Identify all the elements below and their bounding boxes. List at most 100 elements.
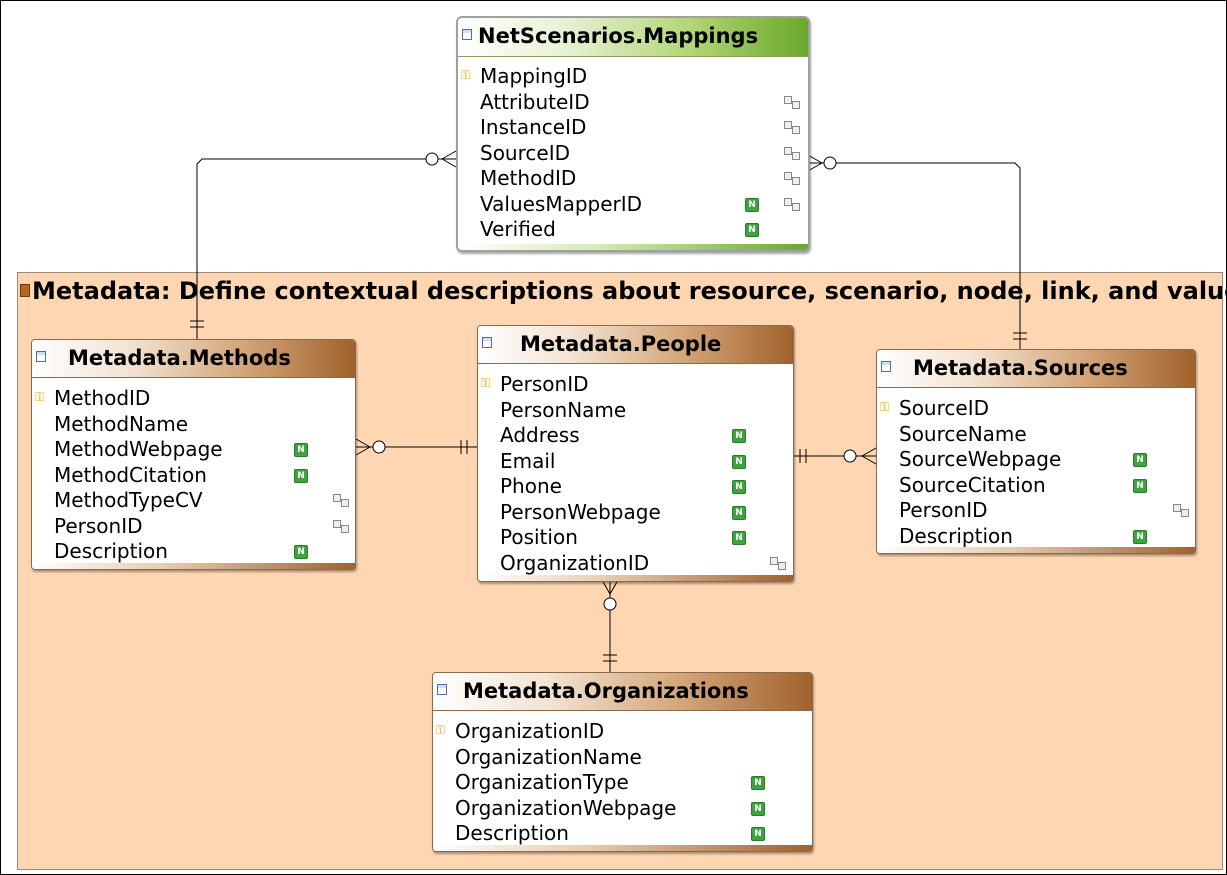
field-row[interactable]: OrganizationID <box>478 551 793 576</box>
field-row[interactable]: PersonID <box>32 514 355 539</box>
field-name: PersonID <box>54 513 143 538</box>
link-mappings-methods <box>190 150 457 340</box>
foreign-key-icon <box>784 121 802 134</box>
group-icon <box>20 284 30 297</box>
field-row[interactable]: ValuesMapperID N <box>458 192 808 217</box>
foreign-key-icon <box>1173 504 1191 517</box>
field-name: SourceWebpage <box>899 447 1062 471</box>
nullable-icon: N <box>732 531 746 545</box>
field-row[interactable]: SourceWebpage N <box>877 447 1195 472</box>
field-name: MethodWebpage <box>54 437 223 461</box>
field-row[interactable]: Position N <box>478 525 793 550</box>
field-name: MethodID <box>480 166 577 190</box>
field-row[interactable]: ⚿MappingID <box>458 64 808 89</box>
entity-footer <box>433 845 812 851</box>
entity-title: Metadata.Sources <box>913 356 1128 380</box>
nullable-icon: N <box>294 443 308 457</box>
field-row[interactable]: SourceID <box>458 141 808 166</box>
entity-title: Metadata.Methods <box>68 346 291 370</box>
field-row[interactable]: PersonID <box>877 498 1195 523</box>
foreign-key-icon <box>784 146 802 160</box>
field-name: SourceName <box>899 421 1027 446</box>
nullable-icon: N <box>745 223 759 237</box>
entity-header[interactable]: Metadata.Organizations <box>433 673 812 711</box>
entity-footer <box>877 547 1195 553</box>
primary-key-icon: ⚿ <box>35 390 45 404</box>
field-row[interactable]: MethodID <box>458 166 808 191</box>
link-people-organizations <box>601 579 619 672</box>
nullable-icon: N <box>294 468 308 483</box>
field-name: MethodTypeCV <box>54 488 203 512</box>
primary-key-icon: ⚿ <box>481 376 491 390</box>
field-row[interactable]: ⚿SourceID <box>877 396 1195 421</box>
field-name: PersonName <box>500 397 627 422</box>
field-row[interactable]: AttributeID <box>458 90 808 115</box>
foreign-key-icon <box>333 494 351 507</box>
foreign-key-icon <box>784 172 802 185</box>
nullable-icon: N <box>1133 529 1147 544</box>
field-name: OrganizationType <box>455 770 629 794</box>
field-row[interactable]: Verified N <box>458 217 808 242</box>
table-icon <box>437 684 447 695</box>
field-name: OrganizationWebpage <box>455 795 677 820</box>
field-row[interactable]: MethodTypeCV <box>32 488 355 513</box>
field-name: Description <box>455 821 569 845</box>
field-row[interactable]: MethodCitation N <box>32 463 355 488</box>
field-name: MethodID <box>54 386 151 410</box>
entity-footer <box>478 575 793 581</box>
entity-footer <box>458 244 808 250</box>
field-row[interactable]: Description N <box>877 524 1195 549</box>
link-mappings-sources <box>807 154 1027 349</box>
field-name: MethodName <box>54 411 189 436</box>
field-name: Verified <box>480 217 556 241</box>
field-row[interactable]: MethodName <box>32 412 355 437</box>
nullable-icon: N <box>751 801 765 816</box>
field-name: OrganizationID <box>500 550 650 575</box>
field-name: Position <box>500 525 578 549</box>
field-name: MethodCitation <box>54 462 207 487</box>
field-name: ValuesMapperID <box>480 191 643 216</box>
nullable-icon: N <box>294 545 308 559</box>
entity-title: NetScenarios.Mappings <box>478 24 759 48</box>
field-row[interactable]: SourceName <box>877 422 1195 447</box>
field-row[interactable]: InstanceID <box>458 115 808 140</box>
field-row[interactable]: OrganizationName <box>433 745 812 770</box>
field-name: InstanceID <box>480 115 587 139</box>
field-name: SourceID <box>480 140 570 165</box>
field-name: PersonWebpage <box>500 499 661 524</box>
field-row[interactable]: ⚿ MethodID <box>32 386 355 411</box>
nullable-icon: N <box>745 197 759 212</box>
entity-title: Metadata.People <box>520 332 722 356</box>
table-icon <box>462 29 472 40</box>
nullable-icon: N <box>1133 453 1147 467</box>
field-row[interactable]: ⚿ PersonID <box>478 372 793 397</box>
field-name: MappingID <box>480 64 588 88</box>
field-row[interactable]: ⚿ OrganizationID <box>433 719 812 744</box>
entity-header[interactable]: Metadata.Sources <box>877 350 1195 388</box>
field-row[interactable]: PersonName <box>478 398 793 423</box>
field-name: PersonID <box>500 372 589 396</box>
entity-header[interactable]: Metadata.People <box>478 326 793 364</box>
field-name: OrganizationID <box>455 719 605 743</box>
entity-header[interactable]: Metadata.Methods <box>32 340 355 378</box>
primary-key-icon: ⚿ <box>880 400 890 414</box>
foreign-key-icon <box>770 556 788 570</box>
primary-key-icon: ⚿ <box>436 723 446 737</box>
entity-header[interactable]: NetScenarios.Mappings <box>458 18 808 57</box>
field-name: Description <box>899 523 1013 548</box>
field-row[interactable]: OrganizationWebpage N <box>433 796 812 821</box>
field-row[interactable]: MethodWebpage N <box>32 437 355 462</box>
